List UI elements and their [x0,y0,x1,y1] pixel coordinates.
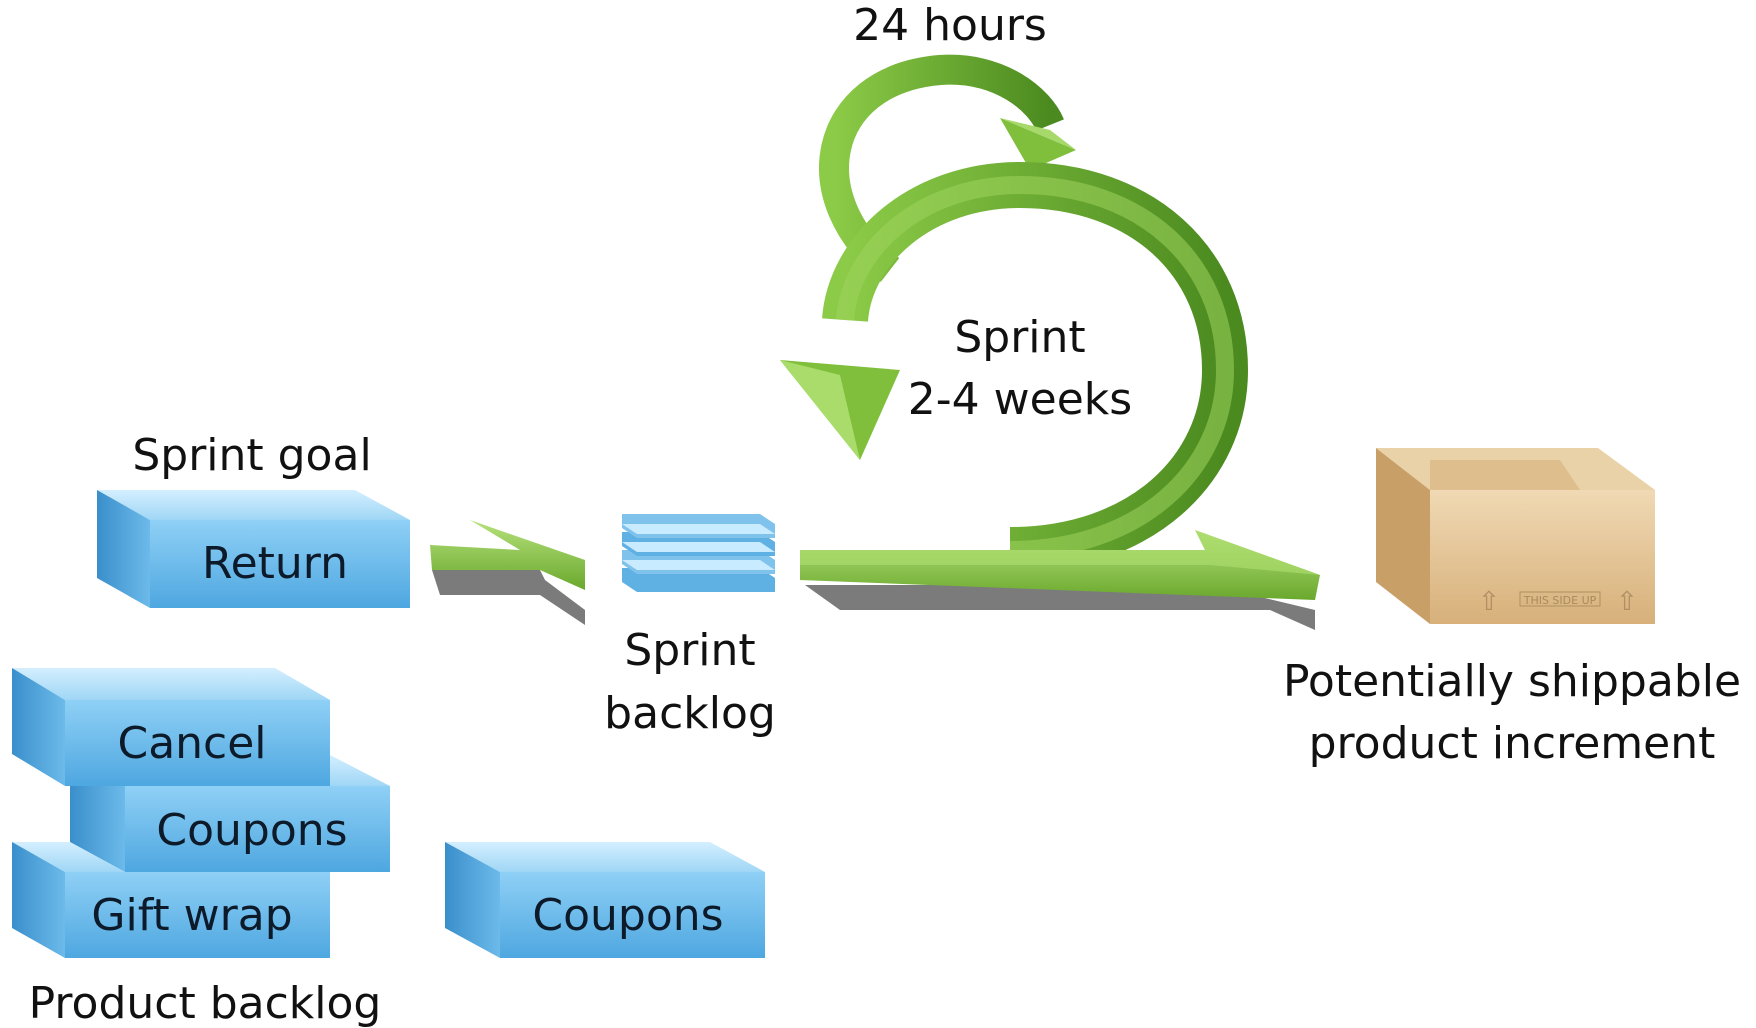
loose-coupons-block: Coupons [445,842,765,958]
daily-loop-arrow [819,54,1076,282]
sprint-goal-item: Return [202,538,348,589]
sprint-goal-label: Sprint goal [132,430,371,481]
backlog-item-gift-wrap: Gift wrap [91,890,292,941]
sprint-label-line2: 2-4 weeks [908,374,1132,425]
daily-cycle-label: 24 hours [853,0,1047,51]
backlog-block: Gift wrap [12,842,330,958]
sprint-backlog-label-line1: Sprint [624,625,755,676]
box-arrow-up-icon: ⇧ [1616,587,1638,617]
sprint-goal-block: Return [97,490,410,608]
sprint-backlog-label-line2: backlog [604,688,776,739]
box-stamp-text: THIS SIDE UP [1523,594,1597,607]
product-backlog-label: Product backlog [29,978,382,1028]
backlog-item-cancel: Cancel [117,718,266,769]
backlog-block: Coupons [70,755,390,872]
product-increment-box: THIS SIDE UP ⇧ ⇧ [1376,448,1655,624]
increment-label-line1: Potentially shippable [1283,656,1741,707]
increment-label-line2: product increment [1309,718,1716,769]
sprint-label-line1: Sprint [954,312,1085,363]
backlog-item-coupons: Coupons [156,805,347,856]
sprint-backlog-stack [622,514,775,592]
backlog-block: Cancel [12,668,330,786]
box-arrow-up-icon: ⇧ [1478,587,1500,617]
goal-to-backlog-arrow [430,520,585,625]
sprint-loop-arrow [780,161,1320,630]
loose-item-coupons: Coupons [532,890,723,941]
product-backlog-blocks: Cancel Coupons Gift wrap [12,668,390,958]
